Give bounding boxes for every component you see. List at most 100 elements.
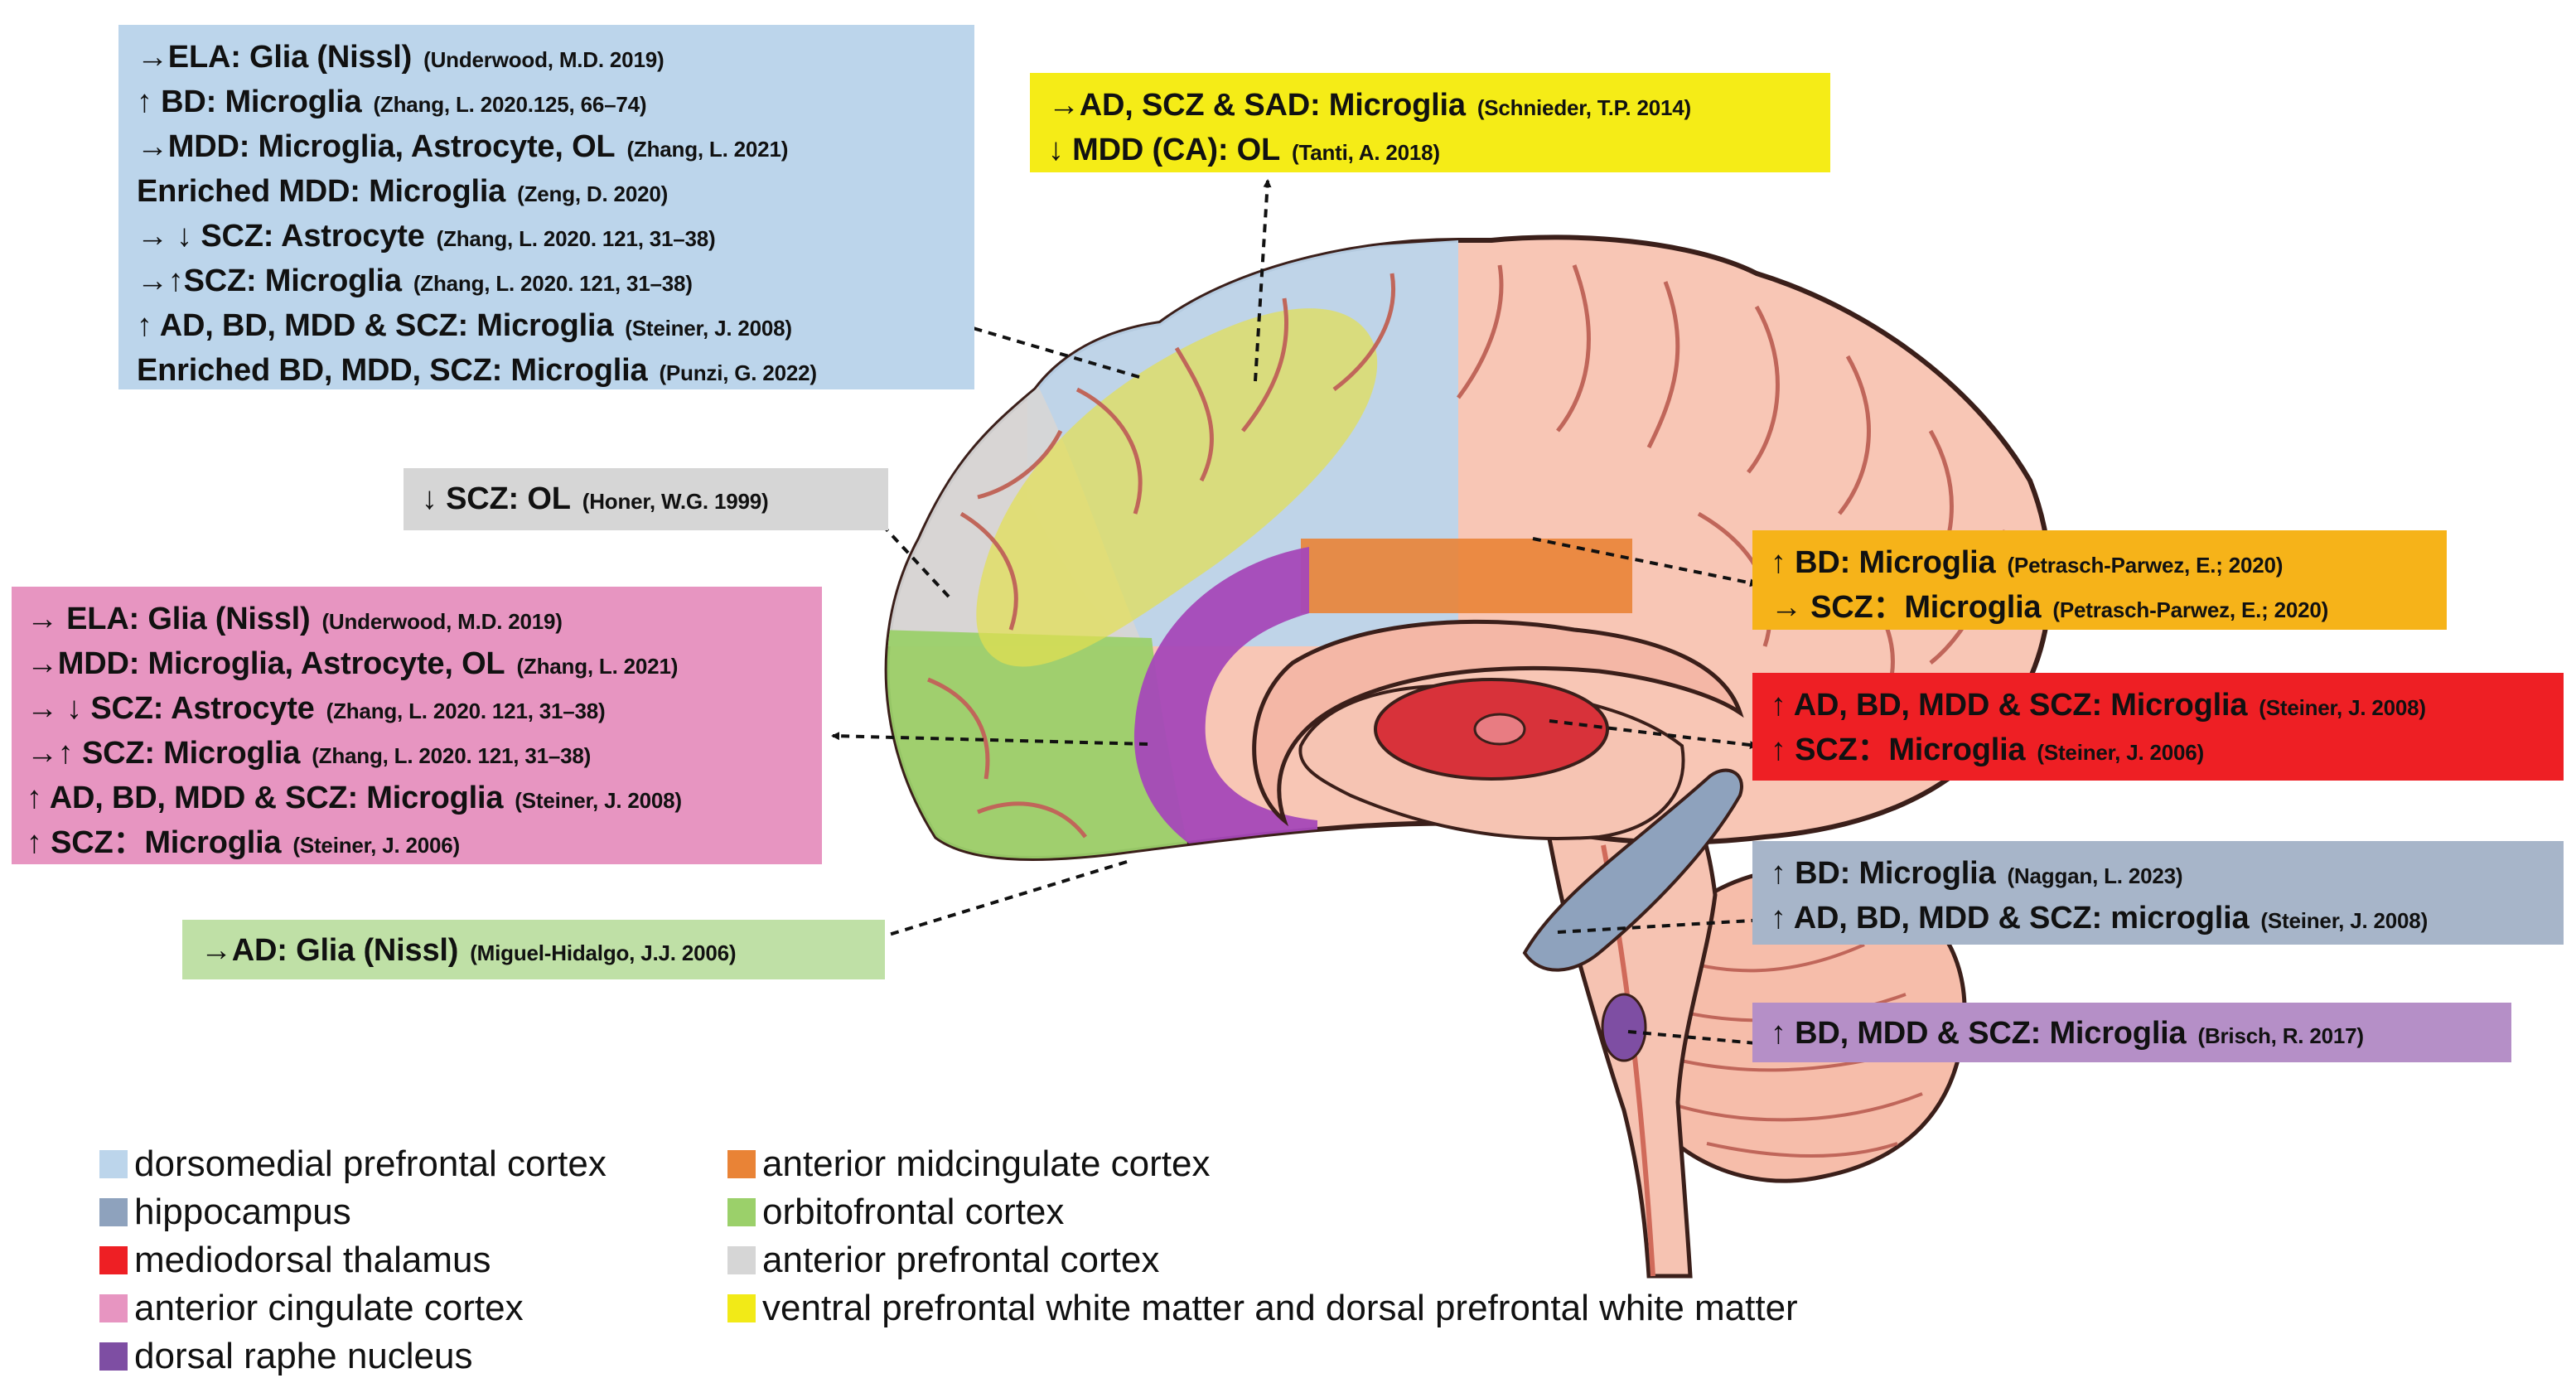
- legend-item: anterior cingulate cortex: [99, 1288, 524, 1329]
- annotation-finding: ↑ BD: Microglia: [137, 85, 362, 119]
- annotation-reference: (Honer, W.G. 1999): [582, 489, 769, 514]
- annotation-reference: (Underwood, M.D. 2019): [423, 47, 665, 72]
- box-anterior-cingulate: → ELA: Glia (Nissl) (Underwood, M.D. 2019…: [12, 587, 822, 864]
- annotation-line: ↑ SCZ：Microglia (Steiner, J. 2006): [1771, 729, 2545, 774]
- annotation-reference: (Steiner, J. 2008): [2260, 908, 2429, 933]
- annotation-reference: (Steiner, J. 2006): [292, 833, 460, 858]
- region-anterior-cingulate: [1133, 547, 1317, 858]
- region-orbitofrontal: [887, 630, 1193, 858]
- annotation-line: ↑ SCZ：Microglia (Steiner, J. 2006): [27, 822, 804, 867]
- legend-item: anterior prefrontal cortex: [727, 1240, 1159, 1281]
- legend-swatch: [727, 1150, 756, 1178]
- annotation-finding: → SCZ：Microglia: [1771, 590, 2042, 625]
- annotation-line: Enriched MDD: Microglia (Zeng, D. 2020): [137, 171, 956, 215]
- legend-swatch: [99, 1198, 128, 1226]
- annotation-reference: (Schnieder, T.P. 2014): [1476, 95, 1691, 120]
- annotation-finding: → ELA: Glia (Nissl): [27, 602, 311, 636]
- annotation-finding: ↓ SCZ: OL: [422, 481, 571, 516]
- annotation-reference: (Zhang, L. 2020. 121, 31–38): [312, 743, 592, 768]
- annotation-line: → ↓ SCZ: Astrocyte (Zhang, L. 2020. 121, …: [137, 215, 956, 260]
- annotation-reference: (Steiner, J. 2008): [625, 316, 792, 341]
- annotation-finding: ↑ AD, BD, MDD & SCZ: Microglia: [137, 308, 614, 343]
- annotation-reference: (Zhang, L. 2020.125, 66–74): [373, 92, 647, 117]
- annotation-line: ↑ AD, BD, MDD & SCZ: microglia (Steiner, …: [1771, 897, 2545, 942]
- annotation-reference: (Zhang, L. 2021): [626, 137, 789, 162]
- annotation-line: ↑ BD: Microglia (Petrasch-Parwez, E.; 202…: [1771, 542, 2429, 587]
- legend-label: ventral prefrontal white matter and dors…: [762, 1288, 1798, 1328]
- annotation-finding: ↑ SCZ：Microglia: [1771, 733, 2026, 767]
- legend-swatch: [99, 1150, 128, 1178]
- annotation-reference: (Underwood, M.D. 2019): [321, 609, 563, 634]
- annotation-finding: →MDD: Microglia, Astrocyte, OL: [137, 129, 616, 164]
- annotation-finding: →AD, SCZ & SAD: Microglia: [1048, 88, 1466, 123]
- annotation-line: →↑ SCZ: Microglia (Zhang, L. 2020. 121, 3…: [27, 733, 804, 777]
- box-dorsal-raphe: ↑ BD, MDD & SCZ: Microglia(Brisch, R. 20…: [1752, 1003, 2511, 1062]
- annotation-reference: (Petrasch-Parwez, E.; 2020): [2007, 553, 2284, 578]
- annotation-finding: →↑ SCZ: Microglia: [27, 736, 301, 771]
- annotation-finding: ↓ MDD (CA): OL: [1048, 133, 1281, 167]
- annotation-finding: →MDD: Microglia, Astrocyte, OL: [27, 646, 505, 681]
- legend-item: orbitofrontal cortex: [727, 1192, 1064, 1233]
- legend-swatch: [99, 1246, 128, 1274]
- legend-swatch: [99, 1294, 128, 1322]
- annotation-reference: (Zhang, L. 2021): [516, 654, 679, 679]
- annotation-finding: ↑ BD: Microglia: [1771, 856, 1996, 891]
- legend-item: anterior midcingulate cortex: [727, 1143, 1210, 1185]
- legend-label: orbitofrontal cortex: [762, 1192, 1065, 1232]
- annotation-line: →AD: Glia (Nissl)(Miguel-Hidalgo, J.J. 2…: [201, 930, 867, 974]
- annotation-reference: (Naggan, L. 2023): [2007, 863, 2183, 888]
- annotation-finding: →ELA: Glia (Nissl): [137, 40, 413, 75]
- annotation-finding: ↑ AD, BD, MDD & SCZ: Microglia: [27, 781, 504, 815]
- box-white-matter: →AD, SCZ & SAD: Microglia (Schnieder, T.P…: [1030, 73, 1830, 172]
- annotation-reference: (Tanti, A. 2018): [1292, 140, 1440, 165]
- annotation-reference: (Zhang, L. 2020. 121, 31–38): [326, 699, 606, 723]
- legend-label: mediodorsal thalamus: [134, 1240, 491, 1280]
- annotation-reference: (Steiner, J. 2006): [2037, 740, 2204, 765]
- box-mediodorsal-thalamus: ↑ AD, BD, MDD & SCZ: Microglia(Steiner, …: [1752, 673, 2564, 781]
- legend-item: mediodorsal thalamus: [99, 1240, 491, 1281]
- box-orbitofrontal: →AD: Glia (Nissl)(Miguel-Hidalgo, J.J. 2…: [182, 920, 885, 979]
- legend-label: dorsal raphe nucleus: [134, 1336, 473, 1376]
- corpus-callosum: [1252, 619, 1744, 827]
- annotation-line: ↓ SCZ: OL (Honer, W.G. 1999): [422, 478, 870, 523]
- annotation-finding: ↑ BD: Microglia: [1771, 545, 1996, 580]
- thalamus-inner: [1473, 713, 1526, 746]
- annotation-line: ↑ AD, BD, MDD & SCZ: Microglia(Steiner, …: [1771, 684, 2545, 729]
- annotation-reference: (Zhang, L. 2020. 121, 31–38): [436, 226, 716, 251]
- region-hippocampus: [1522, 768, 1743, 972]
- legend-label: hippocampus: [134, 1192, 351, 1232]
- annotation-line: ↓ MDD (CA): OL (Tanti, A. 2018): [1048, 129, 1812, 174]
- leader-lines: [831, 179, 1766, 1048]
- legend-swatch: [727, 1294, 756, 1322]
- annotation-line: →MDD: Microglia, Astrocyte, OL (Zhang, L.…: [137, 126, 956, 171]
- annotation-finding: → ↓ SCZ: Astrocyte: [137, 219, 425, 254]
- annotation-line: →AD, SCZ & SAD: Microglia (Schnieder, T.P…: [1048, 85, 1812, 129]
- region-prefrontal-white-matter: [976, 308, 1378, 667]
- legend-swatch: [727, 1246, 756, 1274]
- legend-label: anterior prefrontal cortex: [762, 1240, 1160, 1280]
- annotation-reference: (Punzi, G. 2022): [659, 360, 817, 385]
- annotation-reference: (Zhang, L. 2020. 121, 31–38): [413, 271, 693, 296]
- annotation-reference: (Brisch, R. 2017): [2197, 1023, 2364, 1048]
- annotation-reference: (Zeng, D. 2020): [517, 181, 669, 206]
- annotation-line: ↑ BD: Microglia (Zhang, L. 2020.125, 66–7…: [137, 81, 956, 126]
- legend-swatch: [727, 1198, 756, 1226]
- legend-label: anterior cingulate cortex: [134, 1288, 524, 1328]
- annotation-line: →↑SCZ: Microglia (Zhang, L. 2020. 121, 31…: [137, 260, 956, 305]
- legend-item: dorsal raphe nucleus: [99, 1336, 472, 1377]
- region-dorsal-raphe: [1601, 993, 1647, 1062]
- box-hippocampus: ↑ BD: Microglia (Naggan, L. 2023) ↑ AD, BD…: [1752, 841, 2564, 945]
- annotation-finding: Enriched MDD: Microglia: [137, 174, 506, 209]
- annotation-finding: →↑SCZ: Microglia: [137, 264, 402, 298]
- annotation-finding: ↑ AD, BD, MDD & SCZ: microglia: [1771, 901, 2250, 936]
- annotation-line: ↑ AD, BD, MDD & SCZ: Microglia(Steiner, …: [27, 777, 804, 822]
- region-anterior-midcingulate: [1301, 539, 1632, 613]
- annotation-line: → ELA: Glia (Nissl) (Underwood, M.D. 2019…: [27, 598, 804, 643]
- annotation-finding: ↑ SCZ：Microglia: [27, 825, 282, 860]
- legend-label: anterior midcingulate cortex: [762, 1143, 1211, 1184]
- annotation-line: Enriched BD, MDD, SCZ: Microglia (Punzi, …: [137, 350, 956, 394]
- annotation-line: → ↓ SCZ: Astrocyte(Zhang, L. 2020. 121, …: [27, 688, 804, 733]
- legend-swatch: [99, 1342, 128, 1371]
- annotation-finding: Enriched BD, MDD, SCZ: Microglia: [137, 353, 648, 388]
